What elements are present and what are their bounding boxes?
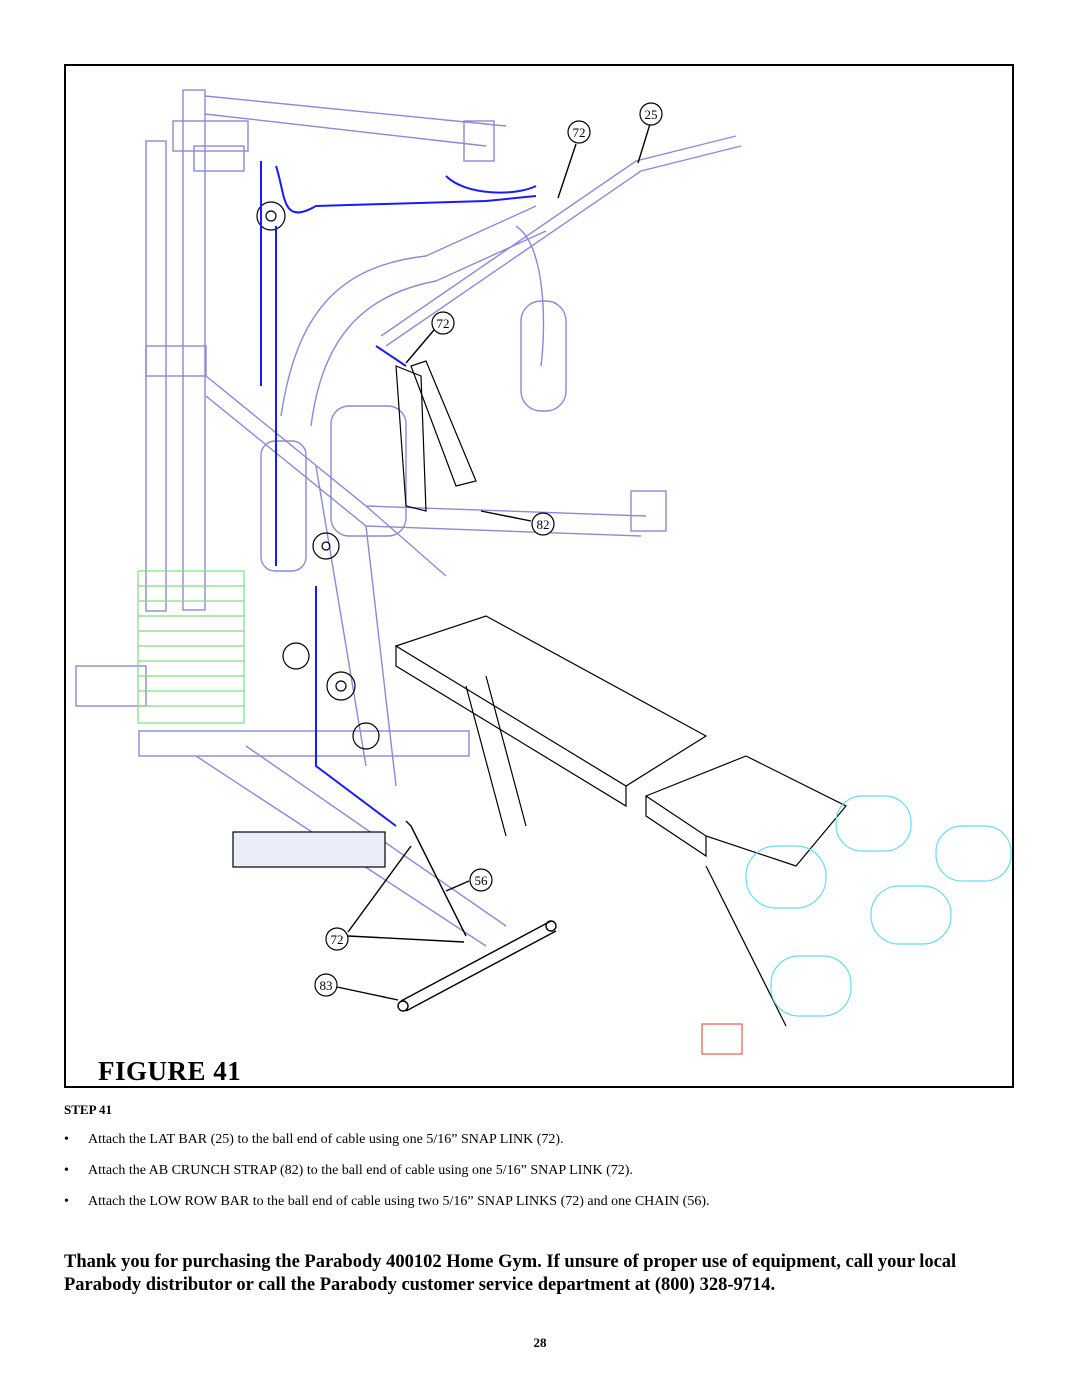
- thank-you-message: Thank you for purchasing the Parabody 40…: [64, 1252, 957, 1295]
- callout-label: 72: [437, 316, 450, 331]
- foot-pad: [232, 831, 386, 868]
- lat-bar: [380, 135, 742, 347]
- instruction-item: • Attach the LOW ROW BAR to the ball end…: [64, 1193, 1014, 1211]
- instruction-item: • Attach the LAT BAR (25) to the ball en…: [64, 1131, 1014, 1149]
- instruction-text: Attach the LAT BAR (25) to the ball end …: [88, 1132, 564, 1147]
- callout-25: 25: [637, 102, 663, 164]
- instruction-text: Attach the LOW ROW BAR to the ball end o…: [88, 1194, 710, 1209]
- ab-crunch-strap: [395, 360, 477, 512]
- bullet-icon: •: [64, 1132, 69, 1147]
- callout-label: 83: [320, 978, 333, 993]
- page-number: 28: [533, 1335, 547, 1350]
- callout-label: 82: [537, 517, 550, 532]
- roller-pads: [745, 795, 1012, 1017]
- pulleys: [256, 201, 380, 750]
- weight-tower: [75, 89, 507, 757]
- home-gym-illustration: 25 72 72 82 56 72: [75, 89, 1012, 1055]
- callout-label: 72: [573, 125, 586, 140]
- bench: [394, 615, 847, 1055]
- callout-label: 72: [331, 932, 344, 947]
- figure-frame: 25 72 72 82 56 72: [64, 64, 1014, 1088]
- low-row-assembly: [397, 820, 557, 1012]
- bullet-icon: •: [64, 1163, 69, 1178]
- instruction-list: • Attach the LAT BAR (25) to the ball en…: [64, 1131, 1014, 1224]
- callout-72-mid: 72: [405, 311, 455, 364]
- callout-72-top: 72: [557, 120, 591, 199]
- callout-label: 56: [475, 873, 489, 888]
- weight-stack: [137, 570, 245, 724]
- callout-83: 83: [314, 973, 399, 1001]
- cables: [260, 161, 537, 827]
- bullet-icon: •: [64, 1194, 69, 1209]
- callout-72-low: 72: [325, 845, 465, 951]
- callout-56: 56: [445, 868, 493, 892]
- instruction-text: Attach the AB CRUNCH STRAP (82) to the b…: [88, 1163, 633, 1178]
- figure-caption: FIGURE 41: [98, 1056, 242, 1086]
- step-heading: STEP 41: [64, 1102, 113, 1117]
- callout-label: 25: [645, 107, 658, 122]
- instruction-item: • Attach the AB CRUNCH STRAP (82) to the…: [64, 1162, 1014, 1180]
- callout-82: 82: [480, 510, 555, 536]
